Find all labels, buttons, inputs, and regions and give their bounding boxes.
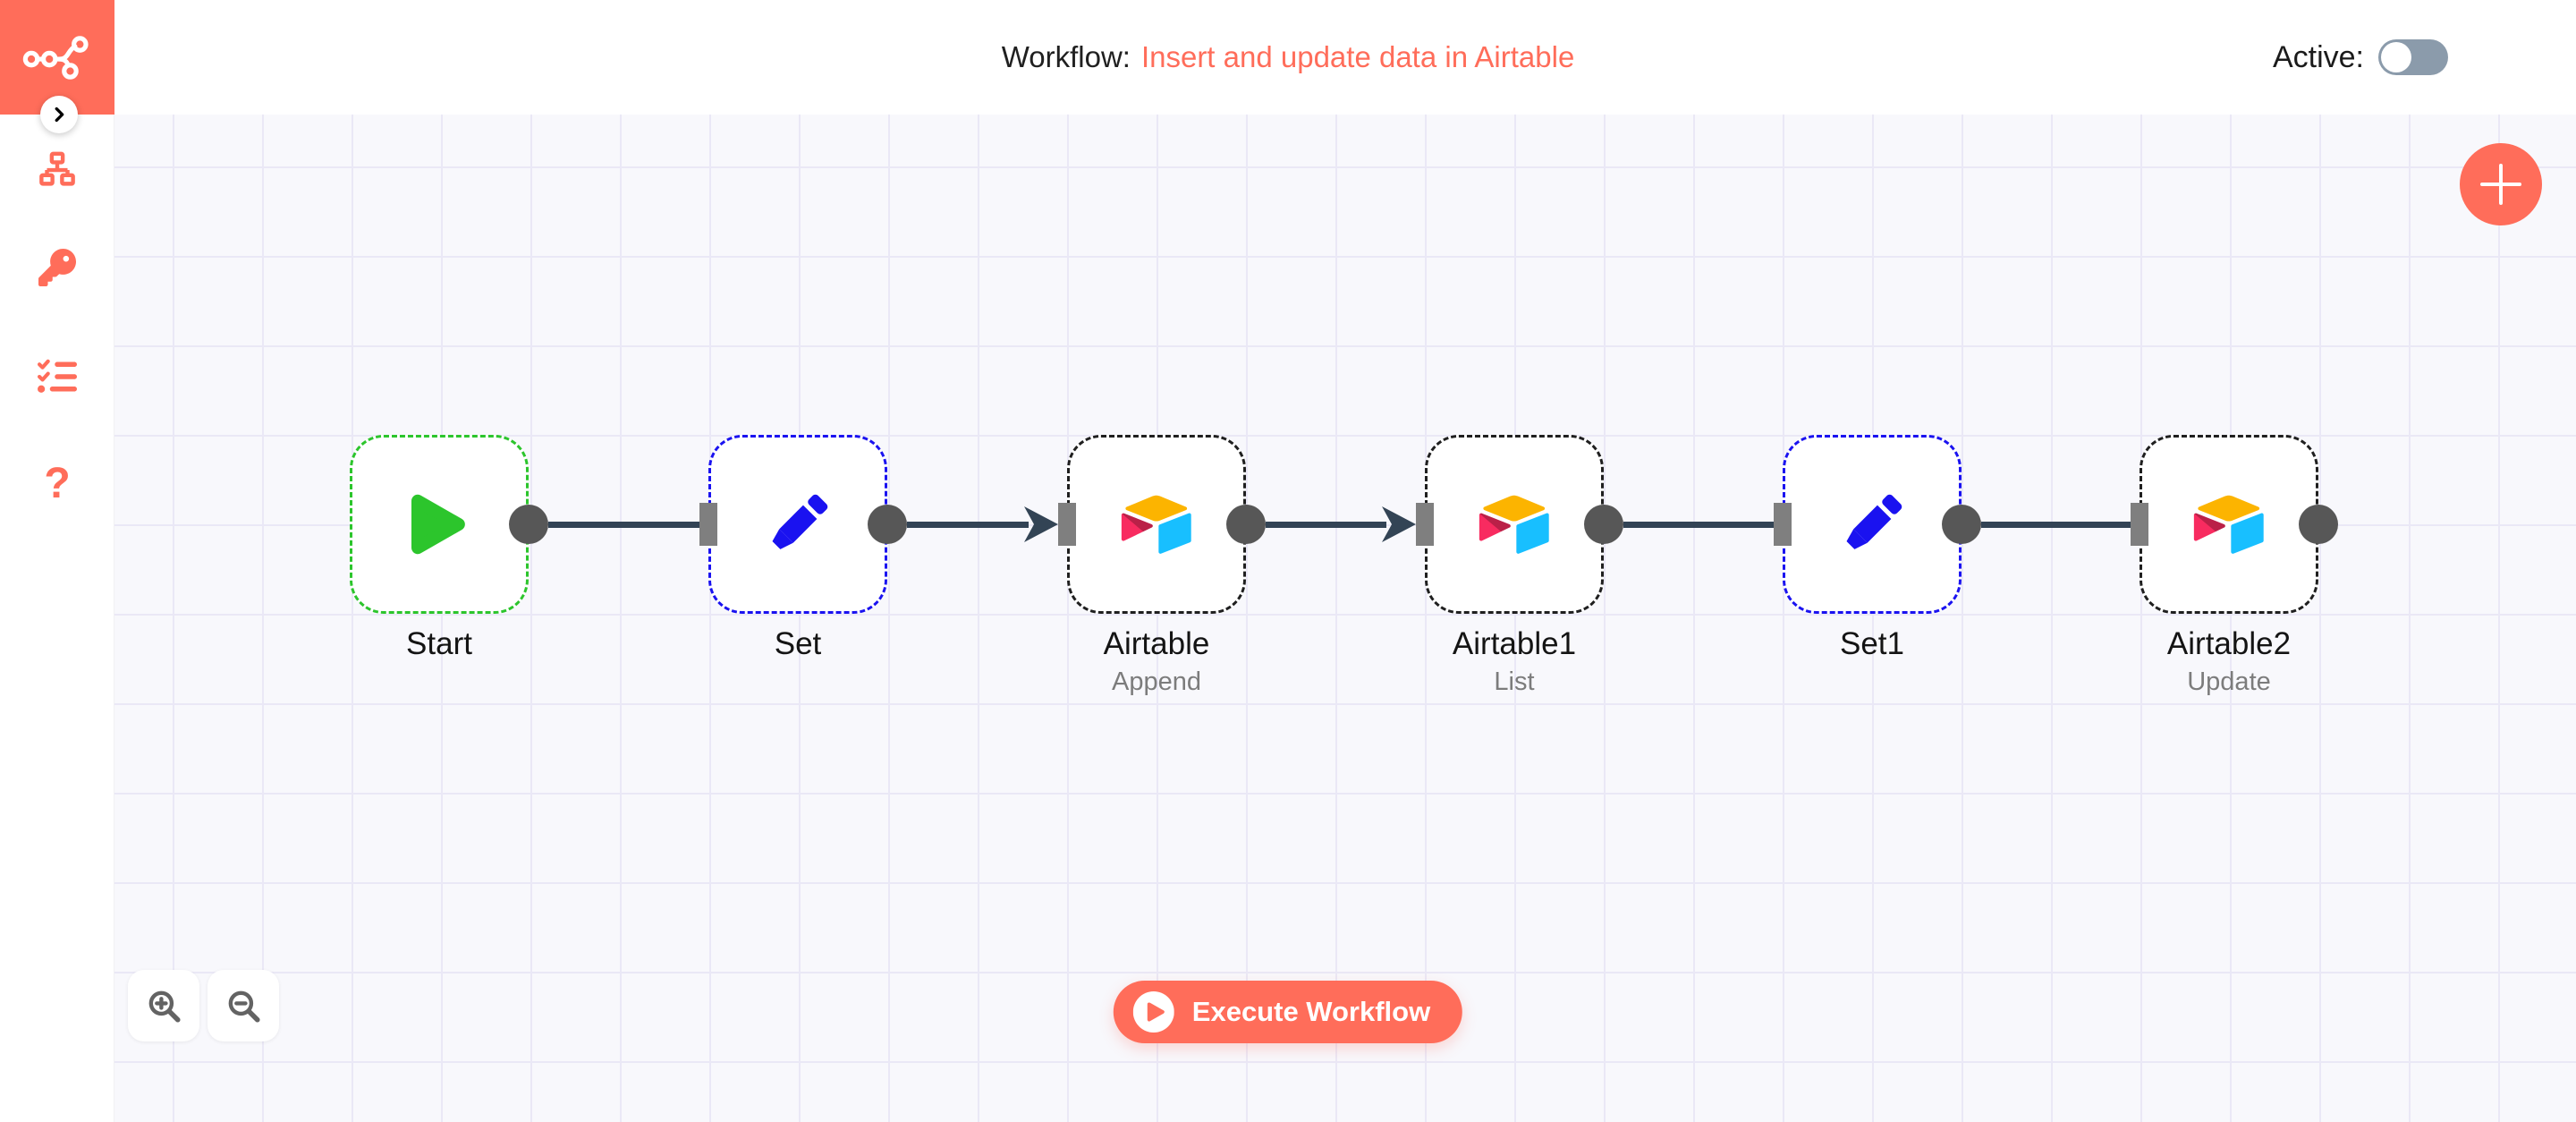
node-subtitle: Update — [2187, 667, 2271, 696]
workflow-canvas[interactable] — [114, 115, 2576, 1122]
active-label: Active: — [2272, 39, 2364, 74]
node-label: Airtable2 — [2166, 626, 2292, 661]
pencil-icon — [1846, 494, 1902, 549]
sidebar-item-workflows[interactable] — [0, 150, 114, 191]
output-endpoint[interactable] — [1226, 505, 1266, 544]
magnifier-plus-icon — [148, 990, 181, 1023]
active-toggle[interactable] — [2378, 39, 2448, 75]
add-node-button[interactable] — [2460, 143, 2542, 225]
node-subtitle: Append — [1112, 667, 1201, 696]
output-endpoint[interactable] — [1942, 505, 1981, 544]
execute-workflow-button[interactable]: Execute Workflow — [1113, 981, 1463, 1043]
node-set1-box[interactable] — [1774, 435, 1981, 614]
sidebar-expand-button[interactable] — [40, 96, 78, 133]
execute-workflow-label: Execute Workflow — [1191, 996, 1431, 1027]
input-endpoint[interactable] — [1416, 503, 1434, 546]
node-set1: Set1 — [1774, 435, 1981, 661]
connection-airtable-airtable1[interactable] — [1266, 522, 1386, 528]
airtable-icon — [1479, 495, 1549, 554]
header: Workflow: Insert and update data in Airt… — [0, 0, 2576, 115]
n8n-logo-icon — [22, 36, 89, 80]
play-circle-icon — [1132, 991, 1174, 1033]
connection-arrow-icon — [1024, 506, 1058, 542]
connection-arrow-icon — [1382, 506, 1416, 542]
output-endpoint[interactable] — [509, 505, 548, 544]
active-control: Active: — [2273, 0, 2448, 115]
node-label: Airtable — [1103, 626, 1210, 661]
connection-set1-airtable2[interactable] — [1981, 522, 2131, 528]
sidebar-item-executions[interactable] — [0, 357, 114, 396]
node-airtable2: Airtable2 Update — [2131, 435, 2338, 696]
chevron-right-icon — [55, 106, 64, 123]
magnifier-minus-icon — [228, 990, 260, 1023]
output-endpoint[interactable] — [868, 505, 907, 544]
toggle-knob — [2381, 42, 2411, 72]
sidebar-item-help[interactable]: ? — [0, 463, 114, 506]
input-endpoint[interactable] — [1058, 503, 1076, 546]
play-icon — [411, 494, 465, 555]
sidebar-item-credentials[interactable] — [0, 249, 114, 286]
plus-icon — [2499, 164, 2503, 205]
executions-icon — [38, 359, 77, 393]
node-label: Set1 — [1840, 626, 1904, 661]
node-subtitle: List — [1494, 667, 1535, 696]
workflow-title: Workflow: Insert and update data in Airt… — [1002, 0, 1575, 115]
workflow-title-prefix: Workflow: — [1001, 40, 1131, 73]
node-airtable-box[interactable] — [1058, 435, 1266, 614]
node-airtable2-box[interactable] — [2131, 435, 2338, 614]
airtable-icon — [2193, 495, 2264, 554]
workflows-icon — [39, 151, 75, 186]
n8n-logo[interactable] — [0, 0, 114, 115]
airtable-icon — [1121, 495, 1191, 554]
help-icon: ? — [44, 460, 71, 507]
workflow-name[interactable]: Insert and update data in Airtable — [1140, 40, 1575, 73]
node-start-box[interactable] — [350, 435, 548, 614]
connection-set-airtable[interactable] — [907, 522, 1029, 528]
input-endpoint[interactable] — [699, 503, 717, 546]
node-label: Start — [406, 626, 472, 661]
input-endpoint[interactable] — [1774, 503, 1792, 546]
node-label: Set — [774, 626, 822, 661]
connection-airtable1-set1[interactable] — [1623, 522, 1775, 528]
output-endpoint[interactable] — [2299, 505, 2338, 544]
node-airtable1-box[interactable] — [1416, 435, 1623, 614]
zoom-out-button[interactable] — [208, 970, 279, 1041]
input-endpoint[interactable] — [2131, 503, 2148, 546]
node-set: Set — [699, 435, 907, 661]
pencil-icon — [772, 494, 828, 549]
node-label: Airtable1 — [1452, 626, 1577, 661]
credentials-icon — [38, 249, 76, 286]
node-airtable: Airtable Append — [1058, 435, 1266, 696]
node-start: Start — [350, 435, 548, 661]
sidebar: ? — [0, 115, 114, 1122]
output-endpoint[interactable] — [1584, 505, 1623, 544]
node-airtable1: Airtable1 List — [1416, 435, 1623, 696]
zoom-in-button[interactable] — [128, 970, 199, 1041]
node-set-box[interactable] — [699, 435, 907, 614]
connection-start-set[interactable] — [548, 522, 700, 528]
